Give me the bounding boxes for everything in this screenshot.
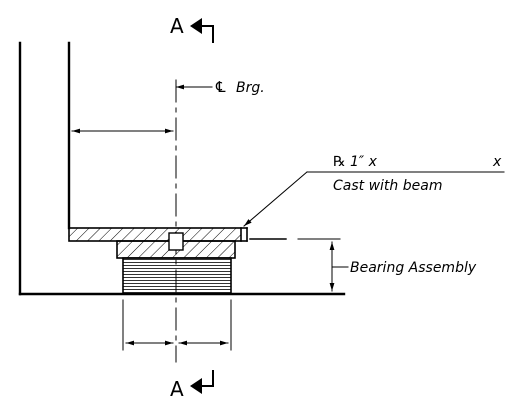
centerline-symbol: ℄ [214, 78, 227, 96]
centerline-label-group: ℄ Brg. [175, 78, 265, 96]
sole-plate [68, 227, 248, 242]
pad-width-dimension [122, 299, 232, 351]
section-arrow-bottom-icon [190, 378, 202, 394]
section-marker-top: A [170, 14, 214, 43]
plate-callout-suffix: x [492, 154, 502, 170]
section-arrow-top-icon [190, 18, 202, 34]
section-marker-bottom: A [170, 370, 214, 401]
plate-callout: ℞ 1″ x x Cast with beam [243, 154, 505, 227]
bearing-assembly-label: Bearing Assembly [350, 260, 477, 276]
centerline-text: Brg. [236, 80, 265, 96]
section-letter-top: A [170, 14, 184, 38]
section-letter-bottom: A [170, 377, 184, 401]
anchor-pin-icon [168, 232, 184, 251]
plate-callout-line1: ℞ 1″ x [333, 154, 378, 170]
plate-callout-line2: Cast with beam [333, 178, 442, 194]
elastomeric-pad [122, 257, 232, 295]
bearing-height-dimension: Bearing Assembly [249, 238, 477, 292]
